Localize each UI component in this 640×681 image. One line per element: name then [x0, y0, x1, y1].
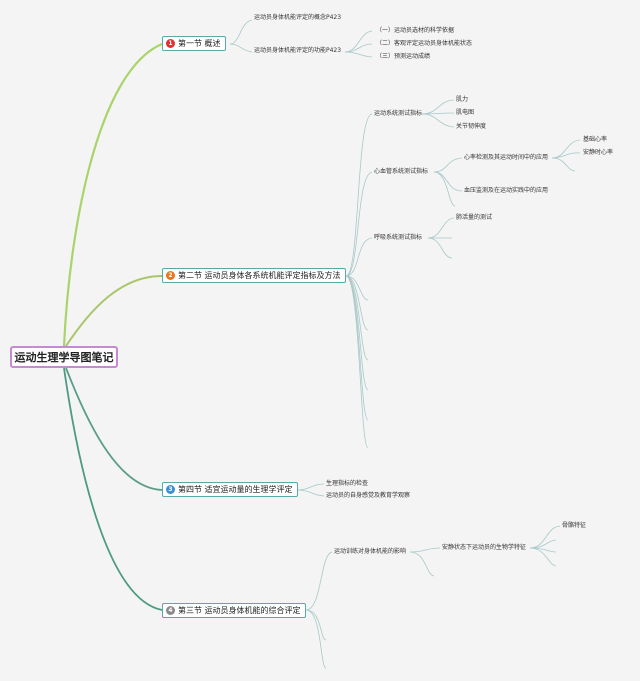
- topic-motor-system[interactable]: 运动系统测试指标: [374, 110, 423, 117]
- number-2-icon: 2: [166, 271, 175, 280]
- connector-root-s2: [65, 275, 163, 347]
- topic-cardiovascular[interactable]: 心血管系统测试指标: [374, 168, 429, 175]
- number-1-icon: 1: [166, 39, 175, 48]
- topic-skeletal-traits[interactable]: 骨骼特征: [562, 522, 587, 529]
- topic-concept[interactable]: 运动员身体机能评定的概念P423: [254, 14, 342, 21]
- topic-heart-rate[interactable]: 心率检测及其运动时间中的应用: [464, 154, 549, 161]
- number-4-icon: 4: [166, 606, 175, 615]
- number-3-icon: 3: [166, 485, 175, 494]
- topic-purpose-item-3[interactable]: （三）预测运动成绩: [376, 53, 431, 60]
- topic-respiratory[interactable]: 呼吸系统测试指标: [374, 234, 423, 241]
- root-node[interactable]: 运动生理学导图笔记: [10, 346, 118, 368]
- topic-basal-hr[interactable]: 基础心率: [583, 136, 608, 143]
- topic-emg[interactable]: 肌电图: [456, 109, 475, 116]
- section-2-label: 第二节 运动员身体各系统机能评定指标及方法: [178, 271, 341, 280]
- topic-muscle-strength[interactable]: 肌力: [456, 96, 469, 103]
- topic-vital-capacity[interactable]: 肺活量的测试: [456, 214, 493, 221]
- topic-resting-traits[interactable]: 安静状态下运动员的生物学特征: [442, 544, 527, 551]
- connector-root-s4: [65, 367, 163, 491]
- section-4-node[interactable]: 3 第四节 适宜运动量的生理学评定: [162, 482, 298, 497]
- connector-root-s3: [63, 367, 163, 611]
- topic-self-perception[interactable]: 运动员的自身感觉及教育学观察: [326, 492, 411, 499]
- section-1-label: 第一节 概述: [178, 39, 221, 48]
- section-4-label: 第四节 适宜运动量的生理学评定: [178, 485, 293, 494]
- topic-purpose-item-1[interactable]: （一）运动员选材的科学依据: [376, 27, 455, 34]
- topic-resting-hr[interactable]: 安静时心率: [583, 149, 614, 156]
- topic-physio-indicators[interactable]: 生理指标的检查: [326, 480, 369, 487]
- section-2-node[interactable]: 2 第二节 运动员身体各系统机能评定指标及方法: [162, 268, 346, 283]
- topic-blood-pressure[interactable]: 血压监测及在运动实践中的应用: [464, 187, 549, 194]
- section-3-node[interactable]: 4 第三节 运动员身体机能的综合评定: [162, 603, 306, 618]
- topic-joint-flexibility[interactable]: 关节韧伸度: [456, 123, 487, 130]
- section-3-label: 第三节 运动员身体机能的综合评定: [178, 606, 301, 615]
- topic-purpose[interactable]: 运动员身体机能评定的功能P423: [254, 47, 342, 54]
- topic-training-effect[interactable]: 运动训练对身体机能的影响: [334, 548, 407, 555]
- section-1-node[interactable]: 1 第一节 概述: [162, 36, 226, 51]
- topic-purpose-item-2[interactable]: （二）客观评定运动员身体机能状态: [376, 40, 473, 47]
- connector-root-s1: [62, 42, 163, 347]
